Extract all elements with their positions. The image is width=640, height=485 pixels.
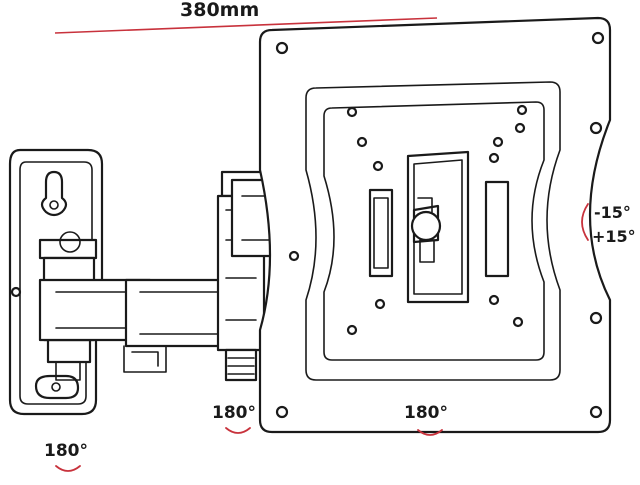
tv-plate-hole — [275, 41, 289, 55]
tv-plate-hole — [288, 250, 300, 262]
keyhole-slot-top — [40, 170, 68, 217]
tv-plate-hole — [589, 405, 603, 419]
rotation-arm-joint: 180° — [212, 403, 256, 434]
width-dimension: 380mm — [54, 0, 438, 34]
tv-plate — [258, 16, 612, 434]
tilt-arc — [581, 203, 589, 241]
width-dimension-line — [54, 17, 438, 34]
tv-plate-hole — [275, 405, 289, 419]
tv-plate-hole — [589, 121, 603, 135]
tv-plate-hole — [591, 31, 605, 45]
rotation-arm-joint-label: 180° — [212, 403, 256, 423]
tilt-up-label: +15° — [592, 227, 636, 246]
rotation-wall-plate-label: 180° — [44, 441, 88, 461]
keyhole-slot-bottom — [34, 374, 80, 400]
rotation-wall-plate: 180° — [44, 441, 88, 472]
tilt-range: -15° +15° — [581, 203, 636, 246]
rotation-arc — [225, 427, 251, 434]
wall-plate-hole — [10, 286, 22, 298]
rotation-tv-plate: 180° — [404, 403, 448, 436]
tilt-down-label: -15° — [594, 203, 631, 222]
tv-plate-hole — [589, 311, 603, 325]
width-label: 380mm — [180, 0, 259, 21]
rotation-arc — [417, 429, 443, 436]
rotation-tv-plate-label: 180° — [404, 403, 448, 423]
articulating-arm-lower — [38, 278, 232, 373]
rotation-arc — [55, 465, 81, 472]
